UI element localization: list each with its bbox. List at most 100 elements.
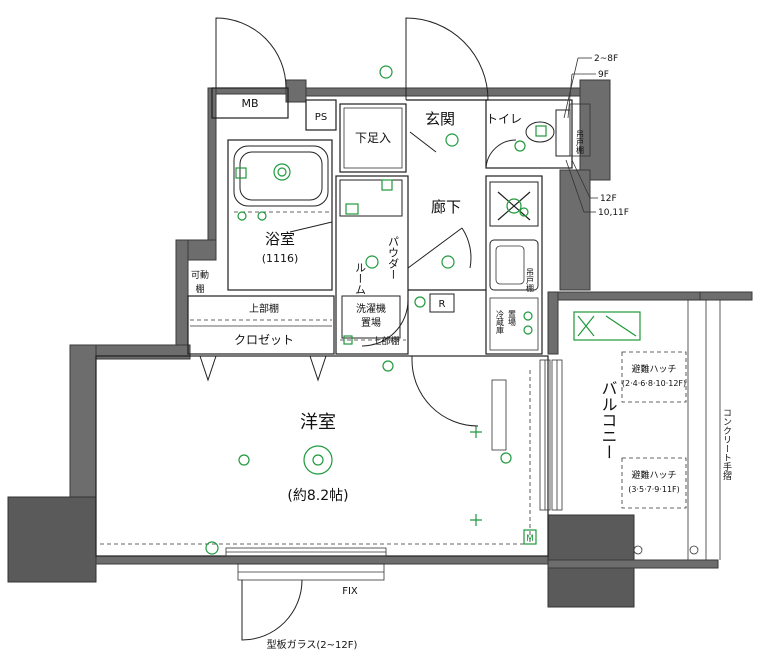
wall-bedroom-left — [69, 344, 97, 501]
bath-control-icon — [235, 167, 247, 179]
balcony-rail — [687, 299, 707, 567]
callout-line-4 — [565, 159, 585, 213]
floor-9-label: 9F — [598, 70, 609, 80]
movable-shelf-label-2: 棚 — [195, 283, 204, 295]
washer-label-1: 洗濯機 — [356, 302, 386, 315]
escape-hatch-1-box — [621, 351, 687, 403]
floor-callouts: 2~8F 9F 12F 10,11F — [563, 54, 629, 218]
room-switch-icon — [382, 360, 394, 372]
fridge-outlet-2-icon — [523, 325, 533, 335]
m-mark-label: M — [526, 534, 534, 544]
closet-door-right — [309, 355, 327, 382]
toilet-room — [485, 99, 573, 169]
wall-bottom-left-block — [7, 496, 97, 583]
genkan-label: 玄関 — [425, 110, 455, 128]
washer-space — [341, 295, 401, 339]
kitchen-sink-basin — [495, 245, 525, 285]
bottom-window-swing — [241, 579, 303, 641]
ceiling-light-icon — [303, 445, 333, 475]
cooktop — [489, 181, 539, 227]
fridge-label-2: 置場 — [508, 310, 517, 327]
floor-vent-icon — [205, 541, 219, 555]
escape-hatch-2-box — [621, 457, 687, 509]
closet-door-left — [199, 355, 217, 382]
structural-walls — [7, 79, 753, 608]
m-meter-box — [523, 529, 537, 545]
wall-ps-corner — [285, 79, 307, 103]
escape-hatch-1-label: 避難ハッチ — [631, 363, 676, 375]
wall-balcony-rail-top — [699, 291, 753, 301]
corridor-switch-icon — [414, 296, 426, 308]
shoe-storage-label: 下足入 — [355, 131, 391, 145]
floor-10-11-label: 10,11F — [598, 208, 629, 218]
r-mark-label: R — [439, 299, 446, 310]
kitchen-sink — [489, 239, 539, 291]
concrete-rail-label: コンクリート手摺 — [721, 408, 732, 481]
bath-fan-icon — [257, 211, 267, 221]
wall-top-main — [305, 87, 597, 97]
plus-outlet-icon-1 — [470, 426, 482, 438]
entrance-door-swing — [405, 17, 489, 101]
cooktop-burner-2-icon — [519, 207, 529, 217]
washer-tap-icon — [343, 335, 353, 345]
room-outlet-icon — [238, 454, 250, 466]
toilet-label: トイレ — [486, 112, 522, 126]
closet-label: クロゼット — [234, 333, 294, 347]
glass-note: 型板ガラス(2~12F) — [267, 638, 358, 651]
toilet-door-swing — [485, 139, 517, 169]
bath-drain-inner-icon — [277, 167, 287, 177]
powder-room-label-1: パウダー — [387, 236, 400, 280]
corridor-light-icon — [441, 255, 455, 269]
mb-label: MB — [241, 97, 258, 110]
fridge-space — [489, 297, 539, 351]
escape-hatch-1-floors: (2·4·6·8·10·12F) — [622, 379, 686, 388]
bath-door-line — [289, 221, 333, 233]
mb-area: MB PS — [211, 17, 337, 131]
refrigerator-r-box — [429, 293, 455, 313]
toilet-bowl-icon — [525, 121, 555, 143]
vanity-sink-icon — [345, 203, 359, 215]
fix-label: FIX — [342, 586, 358, 597]
escape-hatch-2-label: 避難ハッチ — [631, 469, 676, 481]
vanity-light-icon — [381, 179, 393, 191]
western-room — [95, 355, 549, 557]
toilet-storage-box — [569, 103, 591, 157]
balcony-drain-icon — [633, 545, 643, 555]
balcony-label: バルコニー — [599, 380, 618, 460]
vanity-counter — [339, 179, 403, 217]
escape-hatch-2-floors: (3·5·7·9·11F) — [628, 485, 680, 494]
outdoor-unit-box — [573, 311, 641, 341]
ac-unit-outline — [491, 379, 507, 451]
shoe-storage-box — [339, 103, 407, 173]
mb-door-swing — [215, 17, 287, 89]
callout-line-2 — [567, 73, 573, 119]
washer-shelf-label: 上部棚 — [372, 335, 399, 347]
fridge-outlet-icon — [523, 311, 533, 321]
wall-right-mid — [559, 169, 591, 291]
washer-label-2: 置場 — [361, 316, 381, 329]
powder-room — [335, 175, 409, 355]
ps-box — [305, 99, 337, 131]
wall-balcony-left — [547, 291, 559, 355]
ps-label: PS — [315, 112, 327, 123]
wall-toilet-right — [579, 79, 611, 181]
kitchen-storage-label: 吊戸棚 — [526, 268, 535, 293]
powder-light-icon — [365, 255, 379, 269]
floor-2-8-label: 2~8F — [594, 54, 618, 64]
movable-shelf-label-1: 可動 — [191, 270, 209, 281]
mb-box — [211, 87, 289, 119]
bathroom-label: 浴室 — [265, 230, 295, 248]
toilet-light-icon — [514, 140, 526, 152]
plus-outlet-icon-2 — [470, 514, 482, 526]
toilet-vent-icon — [535, 125, 547, 137]
powder-room-label-2: ルーム — [354, 262, 367, 295]
bathroom-size: (1116) — [262, 252, 299, 265]
balcony-drain-2-icon — [689, 545, 699, 555]
bath-shower-icon — [237, 211, 247, 221]
shoe-storage-inner — [343, 107, 403, 169]
corridor-door-swing — [461, 227, 472, 269]
genkan-step-line — [409, 131, 437, 153]
wall-balcony-bottom — [547, 559, 719, 569]
corridor-label: 廊下 — [431, 198, 461, 216]
